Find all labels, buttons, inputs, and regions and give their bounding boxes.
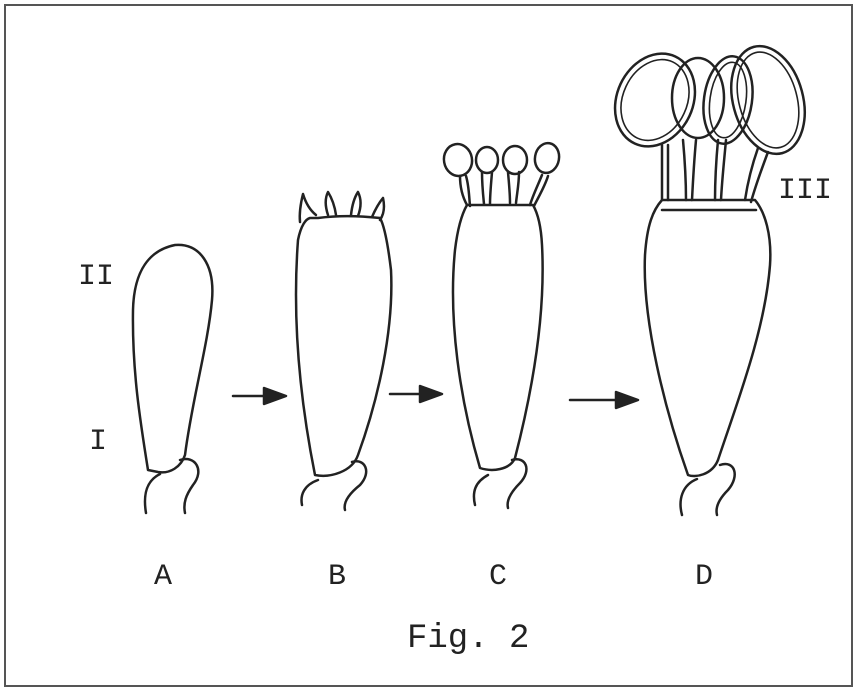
stage-c-spore-1 bbox=[441, 142, 474, 178]
arrow-a-to-b bbox=[233, 388, 286, 404]
stage-c-spore-4 bbox=[533, 141, 562, 175]
label-stage-a: A bbox=[154, 562, 172, 592]
stage-c-hypha bbox=[474, 459, 527, 508]
label-part-i: I bbox=[89, 427, 107, 457]
label-part-ii: II bbox=[78, 262, 114, 292]
label-part-iii: III bbox=[778, 176, 832, 206]
stage-d-spores bbox=[600, 38, 816, 162]
stage-d-sterigma-4 bbox=[745, 148, 768, 202]
stage-b-sterigma-2 bbox=[326, 192, 336, 215]
arrow-b-to-c bbox=[390, 386, 442, 402]
figure-caption: Fig. 2 bbox=[407, 622, 529, 656]
stage-d-basidium bbox=[600, 38, 816, 515]
stage-c-basidium bbox=[441, 141, 561, 508]
stage-c-basidium-body bbox=[453, 205, 543, 470]
stage-d-spore-2 bbox=[672, 58, 724, 138]
stage-b-sterigma-3 bbox=[351, 192, 361, 216]
label-stage-c: C bbox=[489, 562, 507, 592]
stage-b-hypha bbox=[302, 461, 367, 510]
stage-a-basidium bbox=[133, 245, 212, 513]
stage-d-basidium-body bbox=[645, 200, 771, 476]
arrow-c-to-d bbox=[570, 392, 638, 408]
stage-b-basidium-body bbox=[296, 216, 391, 476]
stage-c-sterigma-1 bbox=[460, 176, 470, 206]
label-stage-b: B bbox=[328, 562, 346, 592]
stage-d-spore-3 bbox=[698, 53, 758, 147]
stage-c-sterigma-3 bbox=[508, 172, 519, 203]
stage-d-sterigma-3 bbox=[715, 140, 726, 200]
stage-c-sterigma-2 bbox=[482, 172, 492, 204]
label-stage-d: D bbox=[695, 562, 713, 592]
stage-c-sterigma-4 bbox=[530, 175, 548, 206]
stage-c-spore-2 bbox=[476, 147, 498, 173]
stage-b-basidium bbox=[296, 192, 391, 510]
stage-d-sterigma-2 bbox=[683, 140, 696, 200]
stage-a-basidium-body bbox=[133, 245, 212, 472]
stage-d-spore-4-inner bbox=[727, 45, 808, 155]
stage-c-spore-3 bbox=[503, 146, 527, 174]
stage-a-hypha bbox=[145, 459, 198, 513]
stage-d-sterigma-1 bbox=[662, 145, 668, 200]
